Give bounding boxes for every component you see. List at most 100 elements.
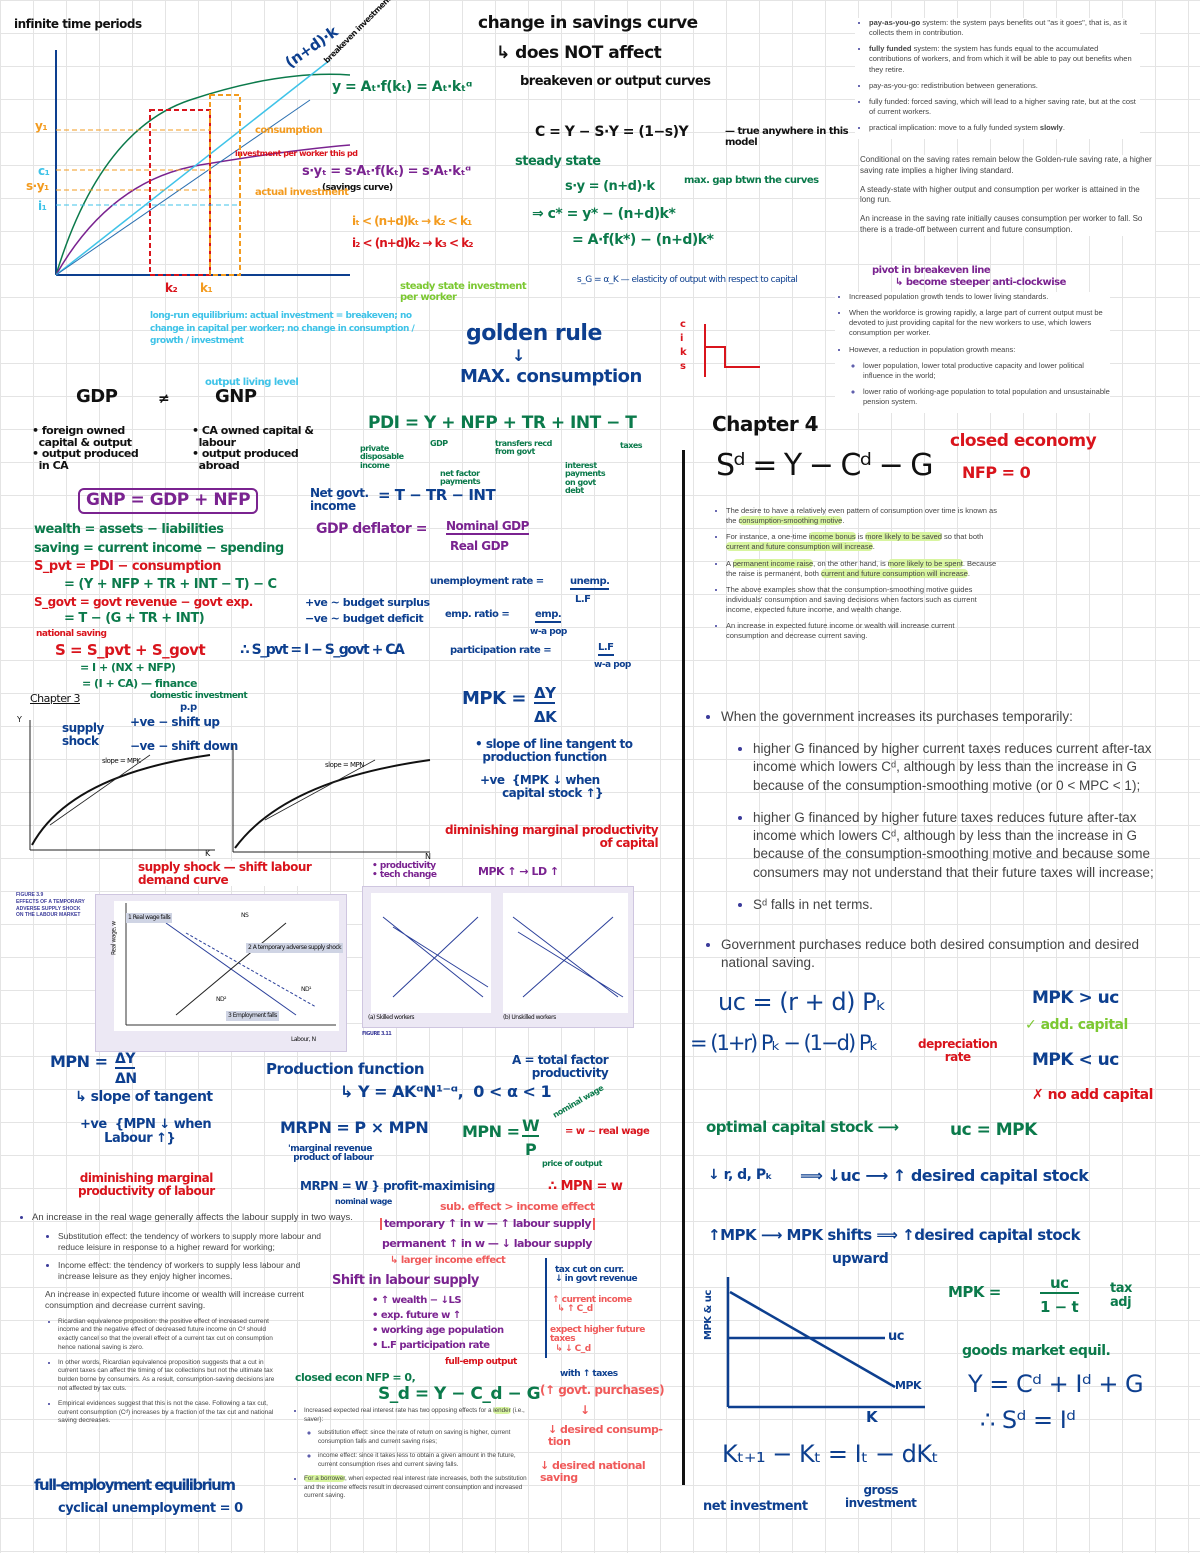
national-saving-expansion: = I + (NX + NFP) — [80, 661, 176, 674]
govt-saving-expansion: = T − (G + TR + INT) — [64, 611, 205, 626]
private-saving-equation: S_pvt = PDI − consumption — [34, 559, 222, 574]
government-purchases-text: When the government increases its purcha… — [705, 708, 1175, 978]
divider — [545, 1258, 547, 1358]
slope-mpk-label: slope = MPK — [102, 757, 141, 765]
labour-main-item: An increase in the real wage generally a… — [32, 1212, 363, 1225]
optimal-condition: uc = MPK — [950, 1120, 1037, 1140]
gnp-notes: • CA owned capital & labour • output pro… — [192, 424, 314, 472]
tax-cut-note: tax cut on curr. ↓ in govt revenue — [555, 1265, 638, 1285]
figure-curve-label: NS — [241, 912, 249, 919]
axis-label-i1: i₁ — [38, 199, 47, 213]
slope-mpn-label: slope = MPN — [325, 761, 364, 769]
user-cost-equation: uc = (r + d) Pₖ — [718, 988, 886, 1016]
solow-title: infinite time periods — [14, 17, 142, 31]
unemployment-numerator: unemp. — [570, 576, 610, 590]
govt-sub-item: higher G financed by higher current taxe… — [753, 740, 1175, 795]
employment-denominator: w-a pop — [530, 627, 567, 637]
national-saving-finance: = (I + CA) — finance — [82, 677, 197, 690]
tax-numerator: uc — [1040, 1275, 1079, 1294]
population-item: When the workforce is growing rapidly, a… — [849, 308, 1110, 338]
axis-label-k2: k₂ — [165, 281, 178, 295]
figure-curve-label: ND² — [216, 996, 227, 1003]
tfp-note: A = total factor productivity — [512, 1053, 609, 1080]
mrpn-equation: MRPN = P × MPN — [280, 1118, 429, 1137]
substitution-item: substitution effect: since the rate of r… — [318, 1429, 535, 1446]
saving-curve — [55, 144, 351, 276]
max-gap-note: max. gap btwn the curves — [684, 175, 819, 186]
capital-accumulation-equation: Kₜ₊₁ − Kₜ = Iₜ − dKₜ — [722, 1440, 939, 1468]
figure-curve-label: ND¹ — [301, 986, 312, 993]
golden-rule-title: golden rule — [466, 321, 602, 346]
long-run-equilibrium-note: long-run equilibrium: actual investment … — [150, 311, 415, 347]
axis-label-k1: k₁ — [200, 281, 213, 295]
labour-supply-text: An increase in the real wage generally a… — [18, 1212, 363, 1432]
substitution-effect-item: Substitution effect: the tendency of wor… — [58, 1231, 323, 1254]
labour-market-figure: Real wage, w Labour, N 1 Real wage falls… — [95, 894, 347, 1052]
optimal-capital-stock: optimal capital stock ⟶ — [706, 1118, 899, 1136]
smoothing-item: The above examples show that the consump… — [726, 585, 997, 615]
inequality-1: iₜ < (n+d)kₜ → k₂ < k₁ — [352, 214, 472, 228]
steady-state-label: steady state — [515, 154, 601, 169]
tax-adjusted-mpk: MPK = — [948, 1283, 1001, 1301]
production-function-equation: ↳ Y = AKᵅN¹⁻ᵅ, 0 < α < 1 — [340, 1082, 552, 1101]
smoothing-item: For instance, a one-time income bonus is… — [726, 532, 997, 552]
production-function-label: y = Aₜ·f(kₜ) = Aₜ·kₜᵅ — [332, 79, 472, 95]
population-graph — [704, 324, 760, 377]
wealth-equation: wealth = assets − liabilities — [34, 522, 224, 537]
chapter-3-heading: Chapter 3 — [30, 692, 80, 705]
output-curve — [55, 73, 351, 276]
uc-line-label: uc — [888, 1329, 904, 1344]
mpn-w-label: MPN = — [462, 1122, 520, 1141]
max-consumption-label: MAX. consumption — [460, 366, 642, 387]
employment-numerator: emp. — [535, 609, 562, 623]
production-function-k-graph — [29, 720, 215, 851]
pdi-note: private disposable income — [360, 444, 404, 470]
figure-3-11-caption: FIGURE 3.11 — [362, 1031, 392, 1037]
mpk-denominator: ΔK — [534, 708, 557, 726]
saving-curve-label: s·yₜ = s·Aₜ·f(kₜ) = s·Aₜ·kₜᵅ — [302, 164, 471, 179]
tax-adj-note: tax adj — [1110, 1281, 1132, 1310]
budget-surplus-note: +ve ~ budget surplus — [305, 596, 430, 609]
gdp-notes: • foreign owned capital & output • outpu… — [32, 424, 139, 472]
diminishing-mpk-note: diminishing marginal productivity of cap… — [445, 823, 659, 850]
govt-sub-item: Sᵈ falls in net terms. — [753, 896, 1175, 914]
paragraph: Conditional on the saving rates remain b… — [860, 155, 1152, 175]
mpk-uc-graph — [726, 1277, 925, 1409]
closed-economy-note: closed econ NFP = 0, — [295, 1371, 416, 1384]
graph-x-label: K — [866, 1408, 878, 1426]
shift-labour-supply-items: • ↑ wealth − ↓LS • exp. future w ↑ • wor… — [372, 1295, 504, 1351]
participation-denominator: w-a pop — [594, 660, 631, 670]
gdp-deflator-label: GDP deflator = — [316, 521, 427, 537]
steeper-note: ↳ become steeper anti-clockwise — [895, 277, 1066, 288]
national-saving-label: national saving — [36, 629, 107, 639]
full-emp-output-note: full-emp output — [445, 1357, 517, 1367]
current-income-note: ↑ current income ↳ ↑ C_d — [552, 1295, 632, 1315]
mpk-line-label: MPK — [895, 1379, 922, 1392]
population-subitem: lower population, lower total productive… — [863, 361, 1110, 381]
net-investment-note: net investment — [703, 1499, 808, 1514]
employment-ratio-label: emp. ratio = — [445, 609, 510, 620]
cstar-equation-2: = A·f(k*) − (n+d)k* — [572, 232, 714, 248]
ricardian-item: In other words, Ricardian equivalence pr… — [58, 1359, 283, 1394]
gdp-deflator-numerator: Nominal GDP — [446, 519, 529, 535]
unemployment-rate-label: unemployment rate = — [430, 576, 544, 587]
desired-consumption-note: ↓ desired consump- tion — [548, 1423, 663, 1448]
unemployment-denominator: L.F — [575, 594, 591, 605]
mpk-numerator: ΔY — [534, 684, 556, 704]
actual-investment-label: actual investment — [255, 187, 349, 198]
investment-note: investment per worker this pd — [235, 149, 358, 158]
mpk-line — [729, 1290, 896, 1389]
living-level-note: output living level — [205, 377, 299, 388]
elasticity-note: s_G = α_K — elasticity of output with re… — [577, 275, 798, 285]
govt-main-item: When the government increases its purcha… — [721, 708, 1175, 726]
participation-numerator: L.F — [598, 642, 614, 656]
desired-saving-equation: S_d = Y − C_d − G — [378, 1384, 541, 1404]
sub-income-note: sub. effect > income effect — [440, 1200, 595, 1213]
pension-list: pay-as-you-go system: the system pays be… — [855, 18, 1140, 140]
govt-sub-item: higher G financed by higher future taxes… — [753, 809, 1175, 882]
saving-investment-equation: ∴ Sᵈ = Iᵈ — [980, 1406, 1076, 1434]
interest-rate-text: Increased expected real interest rate ha… — [290, 1407, 535, 1507]
national-saving-equation: S = S_pvt + S_govt — [55, 641, 206, 659]
mpn-w-numerator: W — [522, 1116, 540, 1137]
